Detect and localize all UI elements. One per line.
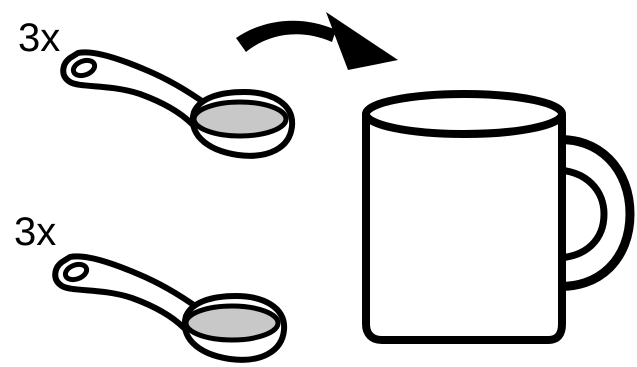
bottom-quantity-label: 3x [14,210,57,254]
curved-arrow-icon [236,12,398,70]
spoon-icon [60,49,296,159]
mug-icon [362,90,635,344]
spoon-icon [52,253,288,363]
top-quantity-label: 3x [18,16,61,60]
